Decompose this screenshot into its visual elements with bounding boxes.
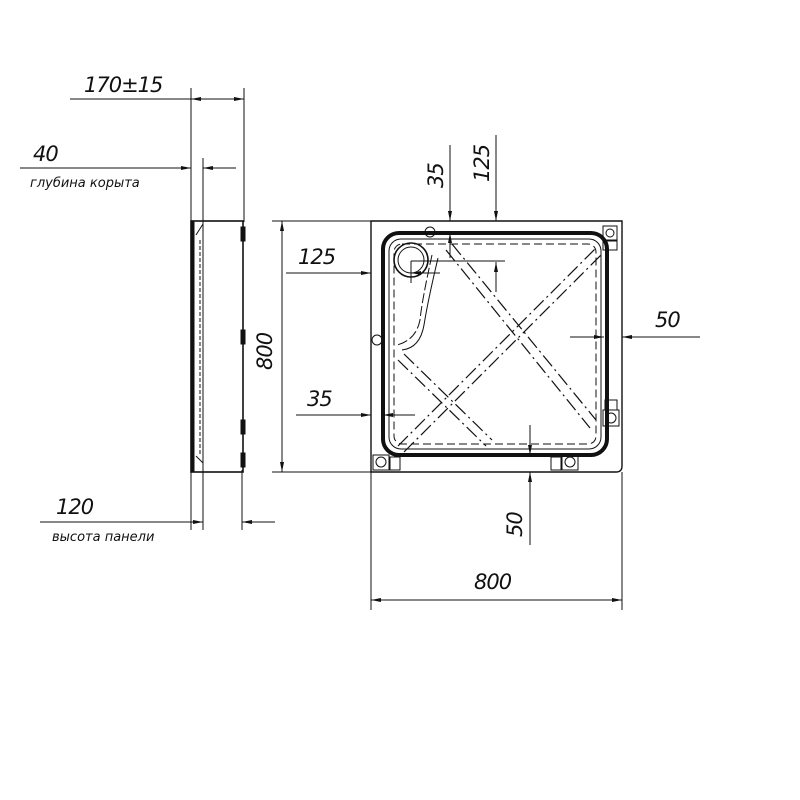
dim-tray-depth: 40 (33, 142, 58, 166)
outer-frame (370, 220, 623, 473)
dim-total-height: 170±15 (84, 73, 163, 97)
tray-depth-label: глубина корыта (30, 176, 140, 191)
side-view (20, 88, 275, 530)
dim-drain-left: 125 (298, 245, 336, 269)
dim-drain-top: 125 (470, 144, 494, 182)
dim-rim-left: 35 (307, 387, 332, 411)
dim-plan-height: 800 (253, 332, 277, 370)
dim-panel-height: 120 (56, 495, 94, 519)
side-profile (190, 220, 244, 473)
panel-height-label: высота панели (52, 530, 154, 545)
mount-bolts (371, 225, 620, 471)
plan-view (272, 135, 700, 610)
dim-plan-width: 800 (474, 570, 512, 594)
tray-rim (381, 231, 609, 457)
dim-frame-right: 50 (655, 308, 680, 332)
dim-rim-top: 35 (424, 163, 448, 188)
dim-frame-bottom: 50 (503, 512, 527, 537)
